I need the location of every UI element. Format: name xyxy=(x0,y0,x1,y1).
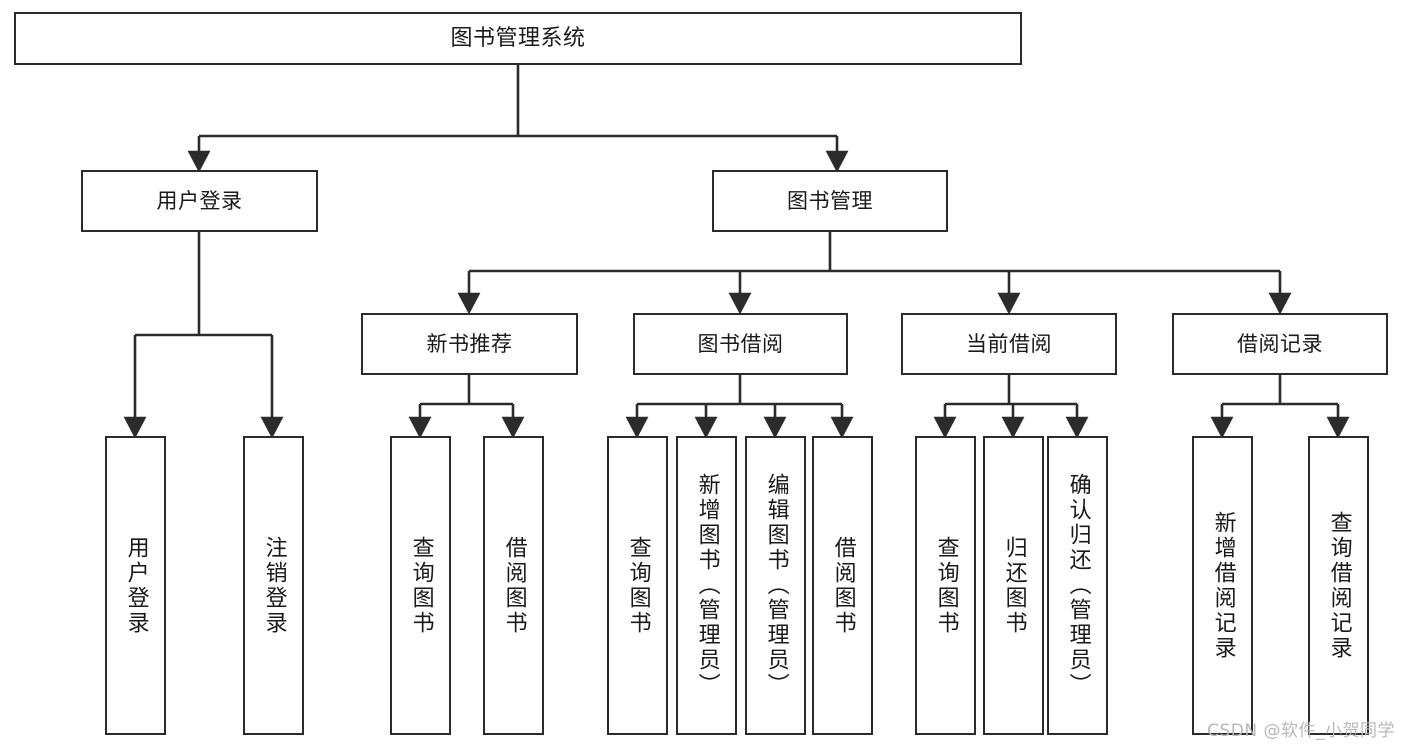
node-leaf-add-record-label: 新增借阅记录 xyxy=(1210,510,1236,661)
node-borrow-record[interactable]: 借阅记录 xyxy=(1172,313,1388,375)
node-borrow-record-label: 借阅记录 xyxy=(1237,331,1323,356)
node-leaf-edit-book[interactable]: 编辑图书（管理员） xyxy=(745,436,806,735)
node-leaf-add-book-label: 新增图书（管理员） xyxy=(694,473,720,698)
node-leaf-query-book-1-label: 查询图书 xyxy=(408,535,434,636)
node-leaf-add-record[interactable]: 新增借阅记录 xyxy=(1192,436,1253,735)
node-current-borrow[interactable]: 当前借阅 xyxy=(901,313,1117,375)
node-leaf-user-login[interactable]: 用户登录 xyxy=(105,436,166,735)
node-leaf-return-book-label: 归还图书 xyxy=(1001,535,1027,636)
node-new-book-recommend[interactable]: 新书推荐 xyxy=(361,313,578,375)
node-leaf-query-book-3[interactable]: 查询图书 xyxy=(915,436,976,735)
node-leaf-return-book[interactable]: 归还图书 xyxy=(983,436,1044,735)
node-root[interactable]: 图书管理系统 xyxy=(14,12,1022,65)
node-leaf-query-book-1[interactable]: 查询图书 xyxy=(390,436,451,735)
node-leaf-query-book-2-label: 查询图书 xyxy=(625,535,651,636)
node-leaf-edit-book-label: 编辑图书（管理员） xyxy=(763,473,789,698)
node-new-book-recommend-label: 新书推荐 xyxy=(426,331,513,356)
node-leaf-query-record-label: 查询借阅记录 xyxy=(1326,510,1352,661)
node-leaf-user-login-label: 用户登录 xyxy=(123,535,149,636)
node-leaf-logout-login[interactable]: 注销登录 xyxy=(243,436,304,735)
node-book-management-label: 图书管理 xyxy=(787,188,873,213)
node-leaf-borrow-book-2-label: 借阅图书 xyxy=(830,535,856,636)
node-user-login[interactable]: 用户登录 xyxy=(81,170,318,232)
node-leaf-query-book-2[interactable]: 查询图书 xyxy=(607,436,668,735)
node-book-borrow[interactable]: 图书借阅 xyxy=(633,313,848,375)
node-leaf-add-book[interactable]: 新增图书（管理员） xyxy=(676,436,737,735)
node-leaf-borrow-book-1-label: 借阅图书 xyxy=(501,535,527,636)
node-leaf-confirm-return[interactable]: 确认归还（管理员） xyxy=(1047,436,1108,735)
watermark-text: CSDN @软件_小贺同学 xyxy=(1207,721,1395,741)
node-root-label: 图书管理系统 xyxy=(450,25,586,51)
node-user-login-label: 用户登录 xyxy=(156,188,243,213)
node-leaf-borrow-book-1[interactable]: 借阅图书 xyxy=(483,436,544,735)
node-book-management[interactable]: 图书管理 xyxy=(712,170,948,232)
node-leaf-confirm-return-label: 确认归还（管理员） xyxy=(1065,473,1091,698)
node-leaf-query-book-3-label: 查询图书 xyxy=(933,535,959,636)
node-leaf-query-record[interactable]: 查询借阅记录 xyxy=(1308,436,1369,735)
node-leaf-logout-login-label: 注销登录 xyxy=(261,535,287,636)
node-current-borrow-label: 当前借阅 xyxy=(966,331,1052,356)
node-leaf-borrow-book-2[interactable]: 借阅图书 xyxy=(812,436,873,735)
node-book-borrow-label: 图书借阅 xyxy=(697,331,784,356)
